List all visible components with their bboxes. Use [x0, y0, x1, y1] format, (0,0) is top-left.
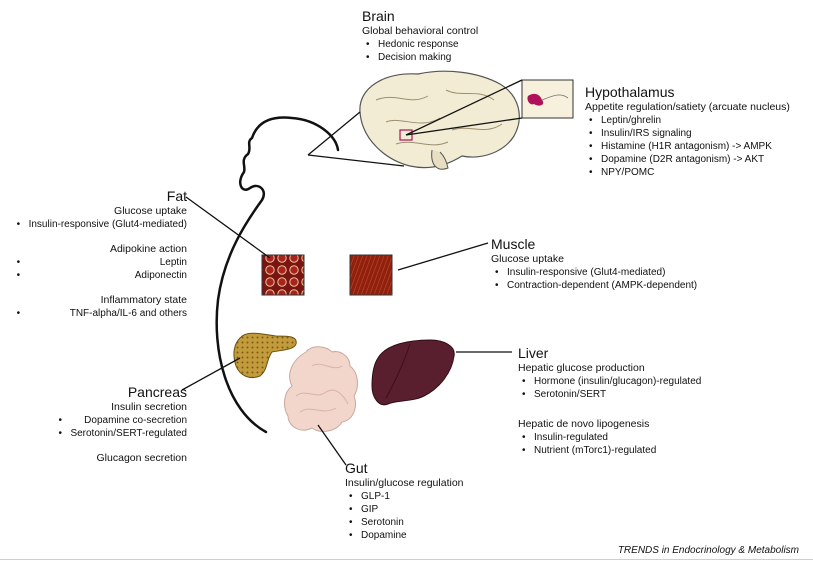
- fat-inflammatory-item: TNF-alpha/IL-6 and others: [17, 307, 187, 320]
- brain-subtitle: Global behavioral control: [362, 25, 479, 37]
- brain-label-group: Brain Global behavioral control Hedonic …: [362, 8, 478, 64]
- liver-lipogenesis-item: Nutrient (mTorc1)-regulated: [522, 444, 701, 457]
- fat-tissue-illustration: [261, 254, 305, 296]
- pancreas-title: Pancreas: [127, 384, 187, 400]
- fat-glucose-list: Insulin-responsive (Glut4-mediated): [17, 218, 187, 231]
- fat-adipokine-item: Adiponectin: [17, 269, 187, 282]
- hypothalamus-item: Insulin/IRS signaling: [589, 127, 790, 140]
- fat-inflammatory-list: TNF-alpha/IL-6 and others: [17, 307, 187, 320]
- brain-item: Decision making: [366, 51, 478, 64]
- hypothalamus-item: Histamine (H1R antagonism) -> AMPK: [589, 140, 790, 153]
- footer-rule: [0, 559, 813, 560]
- hypothalamus-mark: [399, 129, 413, 141]
- gut-title: Gut: [345, 460, 368, 476]
- fat-inflammatory-heading: Inflammatory state: [100, 294, 187, 306]
- fat-adipokine-heading: Adipokine action: [109, 243, 187, 255]
- gut-list: GLP-1 GIP Serotonin Dopamine: [349, 490, 464, 542]
- hypothalamus-subtitle: Appetite regulation/satiety (arcuate nuc…: [585, 101, 790, 113]
- liver-title: Liver: [518, 345, 549, 361]
- muscle-item: Contraction-dependent (AMPK-dependent): [495, 279, 697, 292]
- body-silhouette: [215, 116, 340, 434]
- hypothalamus-item: Dopamine (D2R antagonism) -> AKT: [589, 153, 790, 166]
- pancreas-subtitle: Insulin secretion: [111, 401, 187, 413]
- gut-illustration: [284, 346, 358, 432]
- brain-list: Hedonic response Decision making: [366, 38, 478, 64]
- hypothalamus-inset: [521, 79, 574, 119]
- gut-subtitle: Insulin/glucose regulation: [345, 477, 464, 489]
- brain-item: Hedonic response: [366, 38, 478, 51]
- brain-illustration: [359, 70, 520, 170]
- muscle-item: Insulin-responsive (Glut4-mediated): [495, 266, 697, 279]
- liver-lipogenesis-list: Insulin-regulated Nutrient (mTorc1)-regu…: [522, 431, 701, 457]
- liver-lipogenesis-heading: Hepatic de novo lipogenesis: [518, 418, 650, 430]
- gut-label-group: Gut Insulin/glucose regulation GLP-1 GIP…: [345, 460, 464, 542]
- fat-glucose-item: Insulin-responsive (Glut4-mediated): [17, 218, 187, 231]
- muscle-title: Muscle: [491, 236, 536, 252]
- pancreas-illustration: [233, 332, 297, 379]
- gut-connector: [317, 424, 347, 466]
- liver-production-list: Hormone (insulin/glucagon)-regulated Ser…: [522, 375, 701, 401]
- hypothalamus-label-group: Hypothalamus Appetite regulation/satiety…: [585, 84, 790, 179]
- gut-item: Serotonin: [349, 516, 464, 529]
- pancreas-item: Dopamine co-secretion: [58, 414, 187, 427]
- fat-adipokine-list: Leptin Adiponectin: [17, 256, 187, 282]
- muscle-connector: [397, 242, 489, 271]
- brain-connectors: [307, 79, 523, 167]
- fat-title: Fat: [166, 188, 187, 204]
- pancreas-list: Dopamine co-secretion Serotonin/SERT-reg…: [58, 414, 187, 440]
- liver-lipogenesis-item: Insulin-regulated: [522, 431, 701, 444]
- liver-production-item: Serotonin/SERT: [522, 388, 701, 401]
- muscle-tissue-illustration: [349, 254, 393, 296]
- muscle-list: Insulin-responsive (Glut4-mediated) Cont…: [495, 266, 697, 292]
- brain-title: Brain: [362, 8, 395, 24]
- liver-illustration: [371, 339, 455, 406]
- gut-item: GIP: [349, 503, 464, 516]
- muscle-label-group: Muscle Glucose uptake Insulin-responsive…: [491, 236, 697, 292]
- fat-label-group: Fat Glucose uptake Insulin-responsive (G…: [17, 188, 187, 320]
- pancreas-label-group: Pancreas Insulin secretion Dopamine co-s…: [58, 384, 187, 465]
- fat-connector: [185, 196, 271, 259]
- gut-item: Dopamine: [349, 529, 464, 542]
- pancreas-item: Serotonin/SERT-regulated: [58, 427, 187, 440]
- fat-adipokine-item: Leptin: [17, 256, 187, 269]
- hypothalamus-title: Hypothalamus: [585, 84, 675, 100]
- liver-label-group: Liver Hepatic glucose production Hormone…: [518, 345, 701, 457]
- hypothalamus-item: NPY/POMC: [589, 166, 790, 179]
- hypothalamus-item: Leptin/ghrelin: [589, 114, 790, 127]
- liver-production-item: Hormone (insulin/glucagon)-regulated: [522, 375, 701, 388]
- journal-footer: TRENDS in Endocrinology & Metabolism: [617, 545, 799, 556]
- gut-item: GLP-1: [349, 490, 464, 503]
- liver-production-heading: Hepatic glucose production: [518, 362, 645, 374]
- pancreas-glucagon: Glucagon secretion: [96, 452, 187, 464]
- muscle-subtitle: Glucose uptake: [491, 253, 564, 265]
- fat-glucose-heading: Glucose uptake: [114, 205, 187, 217]
- pancreas-connector: [181, 357, 241, 391]
- hypothalamus-list: Leptin/ghrelin Insulin/IRS signaling His…: [589, 114, 790, 179]
